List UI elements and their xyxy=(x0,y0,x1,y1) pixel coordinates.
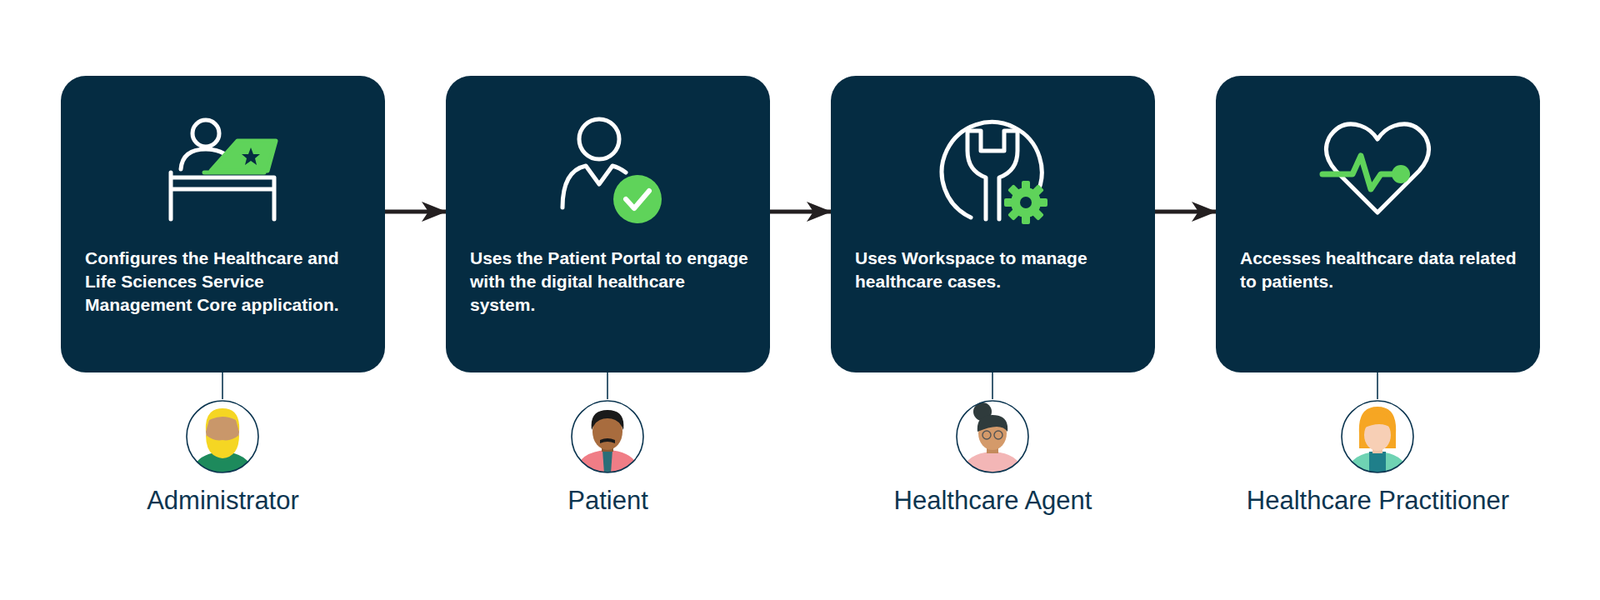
agent-avatar xyxy=(956,400,1029,474)
role-box: Uses Workspace to manage healthcare case… xyxy=(830,75,1155,373)
administrator-avatar xyxy=(186,400,259,474)
role-name: Healthcare Agent xyxy=(810,485,1177,517)
practitioner-avatar xyxy=(1341,400,1414,474)
flow-arrow xyxy=(770,210,831,215)
role-box: Uses the Patient Portal to engage with t… xyxy=(445,75,770,373)
box-text: Uses the Patient Portal to engage with t… xyxy=(470,246,749,317)
role-box: Accesses healthcare data related to pati… xyxy=(1215,75,1540,373)
box-text: Uses Workspace to manage healthcare case… xyxy=(855,246,1134,294)
role-box: Configures the Healthcare and Life Scien… xyxy=(60,75,385,373)
role-name: Patient xyxy=(425,485,792,517)
leader-lines xyxy=(222,372,1378,400)
role-name: Administrator xyxy=(40,485,407,517)
role-name: Healthcare Practitioner xyxy=(1195,485,1562,517)
box-text: Configures the Healthcare and Life Scien… xyxy=(85,246,364,317)
box-text: Accesses healthcare data related to pati… xyxy=(1240,246,1519,294)
patient-avatar xyxy=(571,400,644,474)
flow-arrow xyxy=(385,210,446,215)
flow-arrow xyxy=(1155,210,1216,215)
